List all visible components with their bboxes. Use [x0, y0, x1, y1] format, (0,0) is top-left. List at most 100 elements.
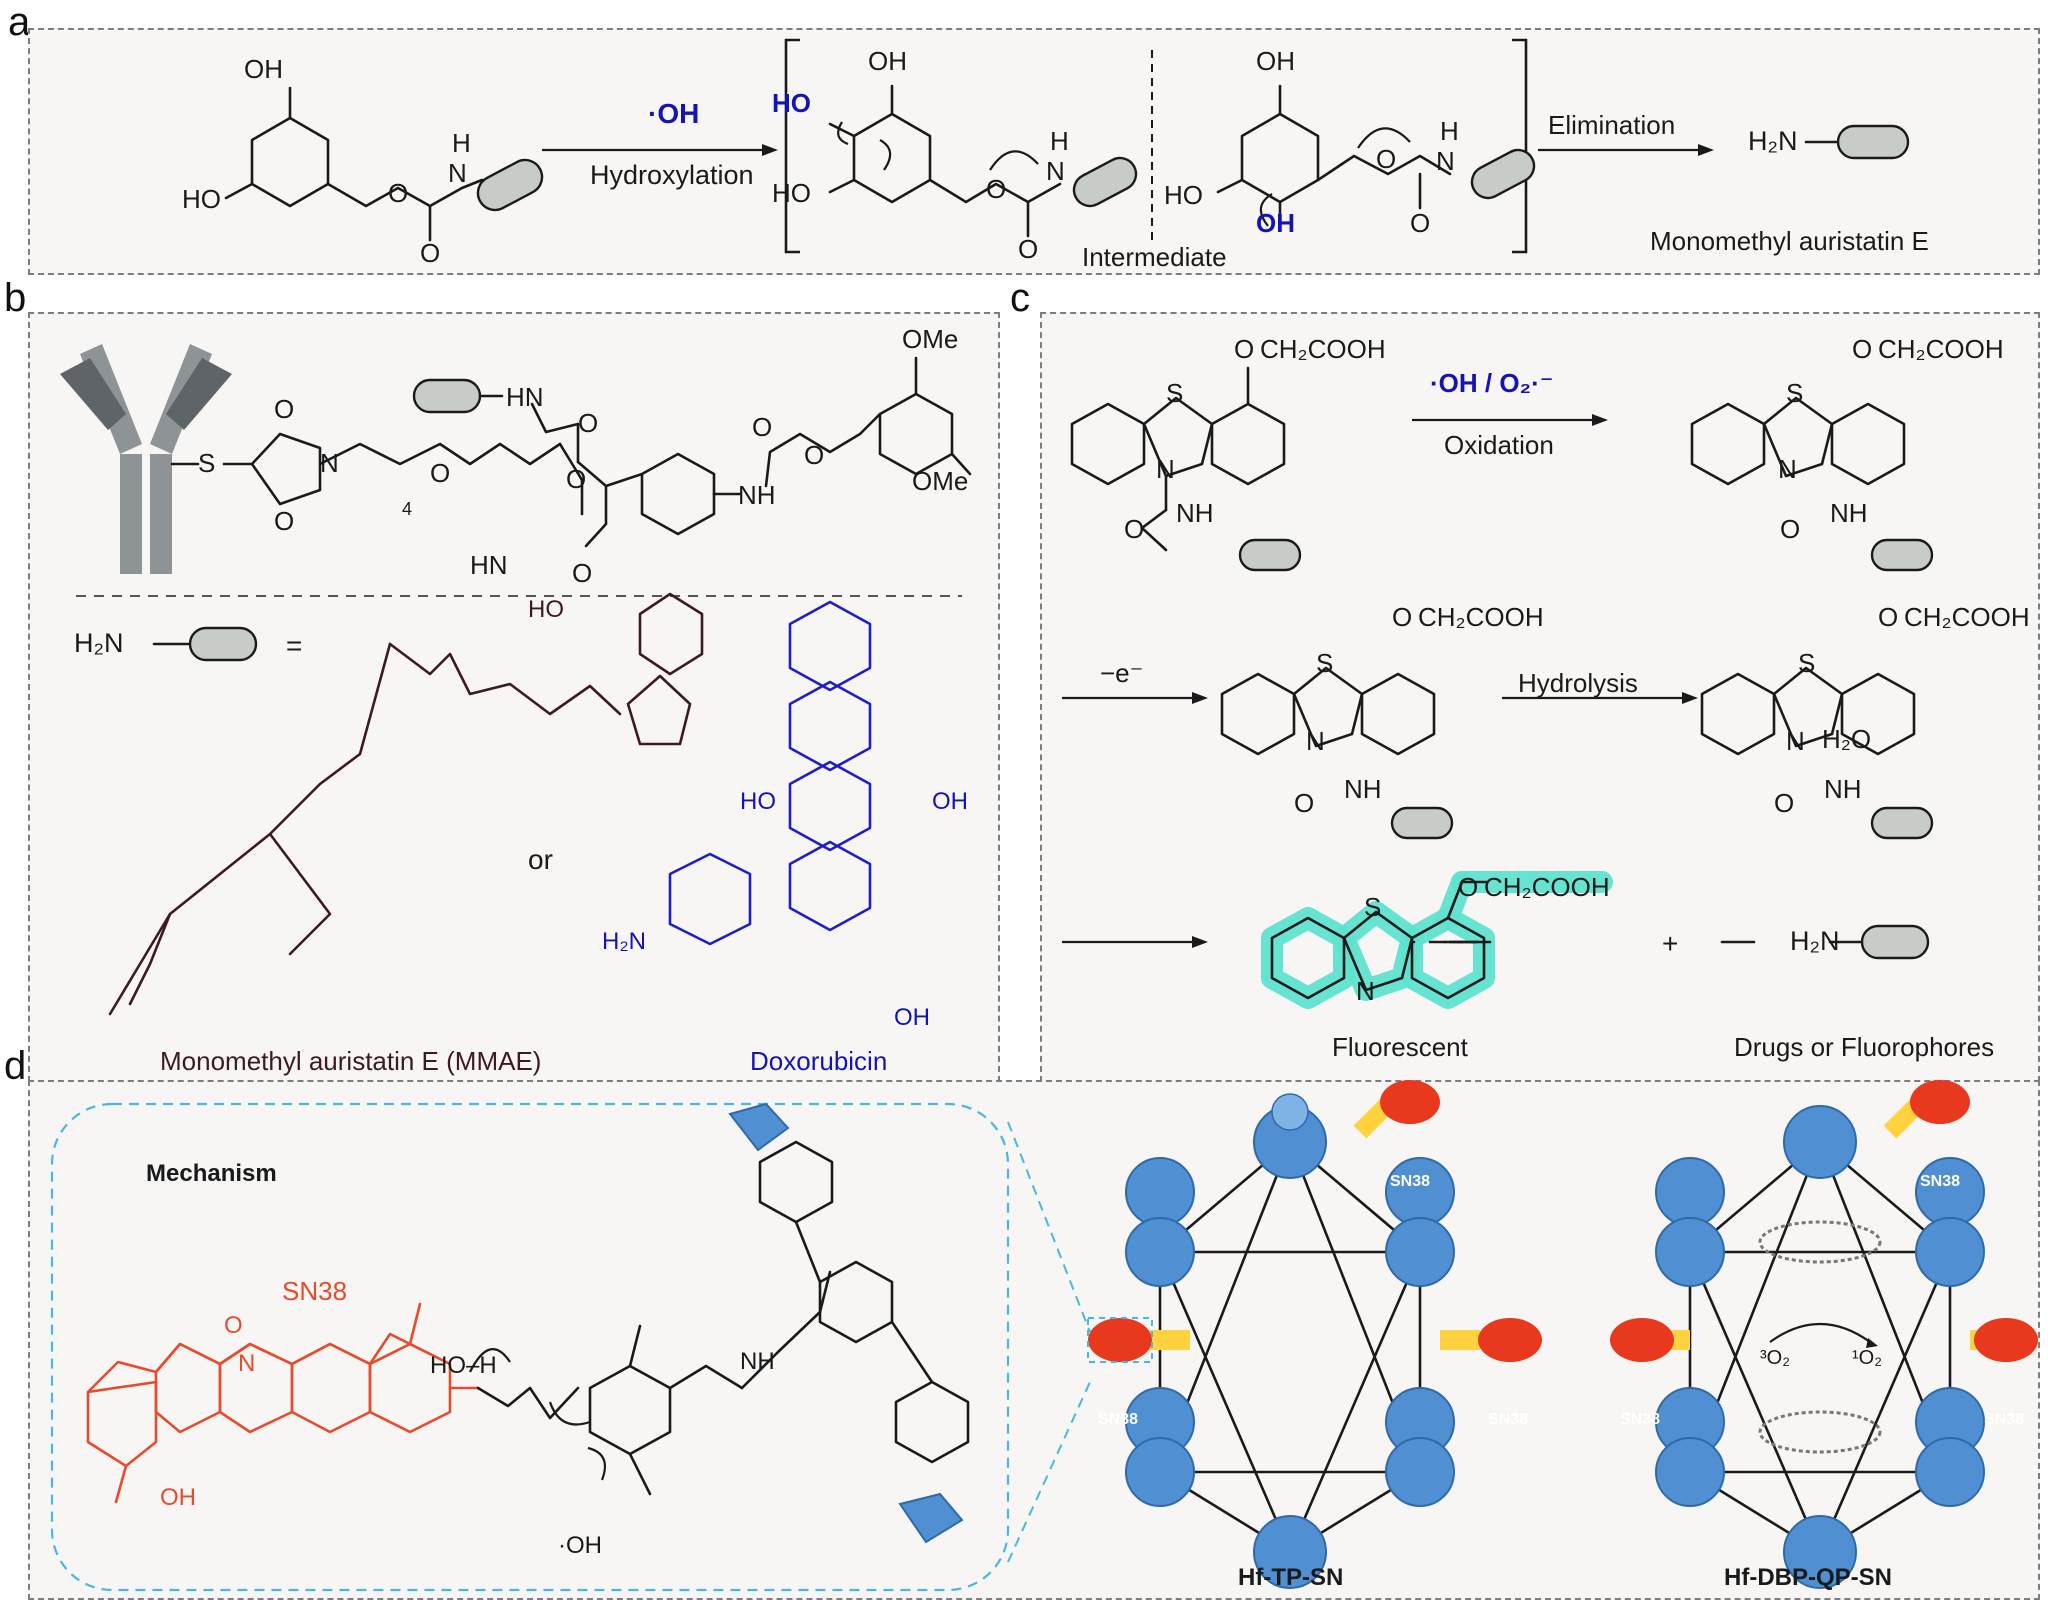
atom-nh: NH: [1824, 774, 1862, 804]
sn38-badge: [1478, 1318, 1542, 1362]
atom-ho: HO: [772, 178, 811, 208]
mof-framework-1: [1125, 1093, 1480, 1589]
atom-n: N: [238, 1350, 256, 1377]
right-bracket: [1512, 38, 1528, 254]
oxidation-label: Oxidation: [1444, 430, 1554, 460]
mechanism-label: Mechanism: [146, 1160, 277, 1187]
atom-oh-red: OH: [160, 1484, 196, 1511]
mmae-product-label: Monomethyl auristatin E: [1650, 226, 1929, 256]
atom-ome: OMe: [912, 466, 969, 496]
atom-h2n-blue: H₂N: [602, 928, 646, 955]
atom-o: O: [1774, 788, 1795, 818]
atom-n: N: [1436, 146, 1455, 176]
atom-s: S: [1166, 378, 1184, 408]
hf-cluster-icon: [728, 1102, 790, 1152]
atom-h: H: [1440, 116, 1459, 146]
benzene-ring: [250, 116, 330, 208]
panel-d-drawing: [50, 1080, 2038, 1592]
atom-ome: OMe: [902, 324, 959, 354]
sn38-badge: [1610, 1318, 1674, 1362]
atom-ho-blue: HO: [772, 88, 811, 118]
atom-s: S: [1316, 648, 1334, 678]
panel-b: S N O O O 4 HN O O HN O NH O O OMe OMe H…: [28, 312, 1000, 1082]
subscript-4: 4: [402, 499, 413, 519]
atom-s: S: [1798, 648, 1816, 678]
atom-o: O: [1124, 514, 1145, 544]
atom-oh-blue: OH: [932, 788, 968, 815]
intermediate-label: Intermediate: [1082, 242, 1227, 272]
hydroxylation-label: Hydroxylation: [590, 160, 754, 190]
atom-o: O: [224, 1312, 243, 1339]
atom-h2n: H₂N: [74, 628, 124, 658]
sn38-badge: [1088, 1318, 1152, 1362]
atom-o: O: [1780, 514, 1801, 544]
atom-oh: OH: [244, 54, 283, 84]
panel-a-label: a: [8, 0, 31, 44]
sn38-badge-text: SN38: [1390, 1173, 1431, 1190]
atom-o: O: [1234, 334, 1255, 364]
atom-n: N: [1046, 156, 1065, 186]
atom-o: O: [752, 412, 773, 442]
atom-ho: HO: [1164, 180, 1203, 210]
atom-oh: OH: [868, 46, 907, 76]
electron-loss-label: −e⁻: [1100, 658, 1144, 688]
atom-oh-blue: OH: [894, 1004, 930, 1031]
atom-o: O: [388, 178, 409, 208]
plus-sign: +: [1662, 928, 1679, 959]
atom-o: O: [420, 238, 441, 268]
panel-a-drawing: [224, 38, 1910, 254]
drug-pill-icon: [476, 158, 544, 212]
left-bracket: [784, 38, 800, 254]
atom-s: S: [1364, 892, 1382, 922]
doxorubicin-label: Doxorubicin: [750, 1046, 888, 1076]
sn38-molecule-label: SN38: [282, 1276, 348, 1306]
atom-nh: NH: [740, 1348, 775, 1375]
substituent-ch2cooh: CH₂COOH: [1260, 334, 1386, 364]
atom-o: O: [274, 506, 295, 536]
sn38-badge: [1910, 1080, 1970, 1124]
panel-c-label: c: [1010, 276, 1030, 320]
atom-s: S: [198, 448, 216, 478]
mmae-label: Monomethyl auristatin E (MMAE): [160, 1046, 542, 1076]
atom-o: O: [566, 464, 587, 494]
hf-cluster-icon: [898, 1492, 964, 1544]
sn38-badge-text: SN38: [1488, 1411, 1529, 1428]
atom-o: O: [804, 440, 825, 470]
sn38-badge: [1974, 1318, 2038, 1362]
atom-nh: NH: [1176, 498, 1214, 528]
atom-o: O: [1294, 788, 1315, 818]
panel-d-label: d: [4, 1044, 27, 1088]
atom-h2n: H₂N: [1748, 126, 1798, 156]
atom-hn: HN: [470, 550, 508, 580]
atom-ho: HO: [182, 184, 221, 214]
hoh-label: HO–H: [430, 1352, 497, 1379]
water-label: H₂O: [1822, 724, 1872, 754]
atom-ho: HO: [528, 596, 564, 623]
atom-nh: NH: [1344, 774, 1382, 804]
antibody-icon: [60, 344, 232, 574]
atom-o: O: [1018, 234, 1039, 264]
oxidant-label: ·OH / O₂·⁻: [1430, 368, 1554, 398]
hydroxyl-radical-label: ·OH: [558, 1532, 602, 1559]
atom-n: N: [1356, 976, 1375, 1006]
atom-nh: NH: [1830, 498, 1868, 528]
mof-hf-tp-sn-label: Hf-TP-SN: [1238, 1564, 1344, 1591]
atom-o: O: [986, 174, 1007, 204]
substituent-ch2cooh: CH₂COOH: [1878, 334, 2004, 364]
hydroxyl-radical-label: ·OH: [648, 98, 700, 129]
atom-h: H: [1050, 126, 1069, 156]
sn38-badge-text: SN38: [1098, 1411, 1139, 1428]
atom-o: O: [1376, 144, 1397, 174]
atom-n: N: [1778, 454, 1797, 484]
atom-o: O: [274, 394, 295, 424]
atom-n: N: [448, 158, 467, 188]
atom-oh: OH: [1256, 46, 1295, 76]
atom-o: O: [572, 558, 593, 588]
sn38-badge-text: SN38: [1984, 1411, 2025, 1428]
atom-h2n: H₂N: [1790, 926, 1840, 956]
atom-o: O: [1410, 208, 1431, 238]
atom-n: N: [1786, 726, 1805, 756]
atom-o: O: [1392, 602, 1413, 632]
hydrolysis-label: Hydrolysis: [1518, 668, 1638, 698]
atom-nh: NH: [738, 480, 776, 510]
